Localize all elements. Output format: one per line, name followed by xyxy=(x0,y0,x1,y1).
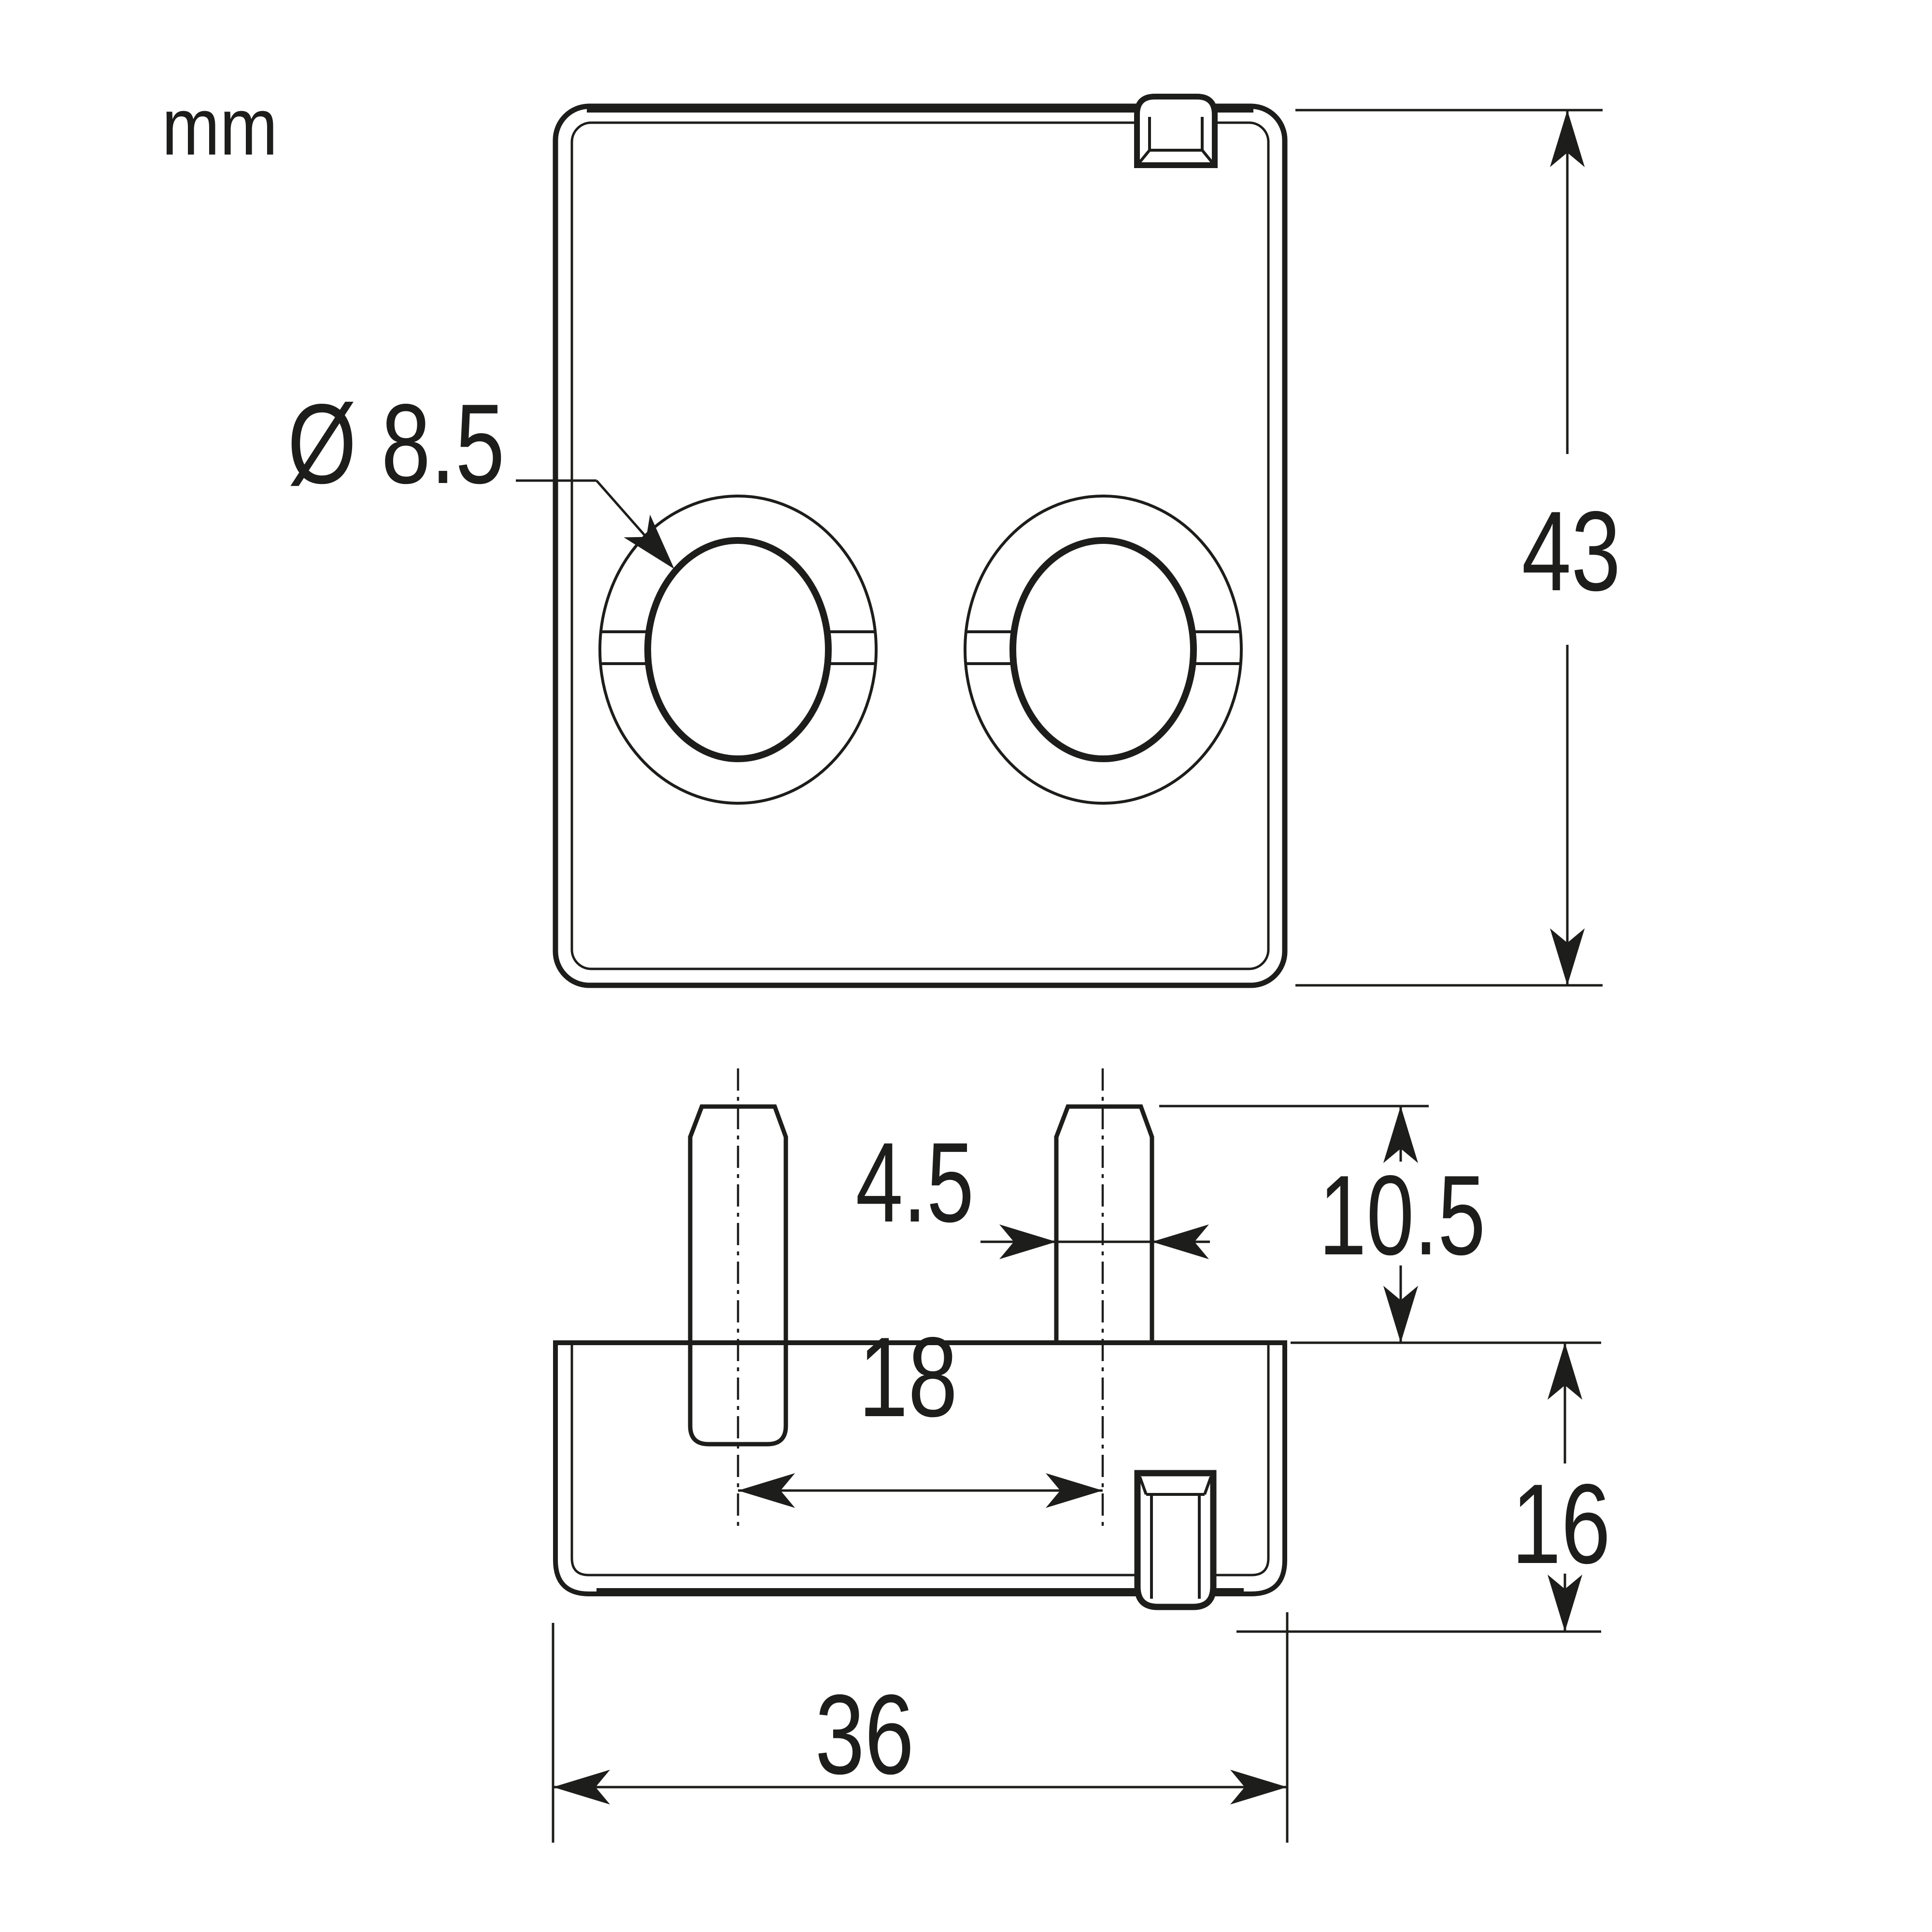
left-stud-outline xyxy=(688,1104,788,1447)
hole-diameter-callout: Ø 8.5 xyxy=(287,380,688,581)
height-dim-label: 43 xyxy=(1522,487,1621,614)
clip-bevel-line xyxy=(1137,149,1151,165)
clip-side-outline xyxy=(1134,1470,1217,1610)
clip-bevel-line xyxy=(1201,149,1215,165)
stud-protrusion-dimension: 10.5 xyxy=(1159,1105,1486,1343)
overall-width-dim-label: 36 xyxy=(815,1671,914,1798)
stud-spacing-dimension: 18 xyxy=(738,1313,1103,1508)
side-view: 4.5 10.5 18 16 xyxy=(552,1068,1611,1843)
front-body-outline xyxy=(553,103,1288,988)
right-stud-outline xyxy=(1054,1104,1154,1343)
hole-diameter-label: Ø 8.5 xyxy=(287,380,505,507)
body-height-dim-label: 16 xyxy=(1512,1460,1611,1587)
front-body-inner-edge xyxy=(570,121,1270,970)
right-grommet xyxy=(964,495,1243,805)
right-grommet-outer-ring xyxy=(964,495,1243,805)
retaining-clip-front xyxy=(1134,94,1218,168)
left-grommet xyxy=(598,495,878,805)
front-view: Ø 8.5 43 xyxy=(287,94,1621,988)
clip-bevel-line xyxy=(1203,1476,1212,1495)
body-height-dimension: 16 xyxy=(1236,1341,1611,1633)
height-dimension: 43 xyxy=(1295,109,1621,987)
stud-width-dim-label: 4.5 xyxy=(856,1119,974,1246)
right-grommet-hole xyxy=(1009,537,1197,762)
overall-width-dimension: 36 xyxy=(552,1612,1289,1843)
clip-bevel-line xyxy=(1138,1476,1148,1495)
left-grommet-hole xyxy=(644,537,832,762)
retaining-clip-side xyxy=(1134,1470,1217,1610)
left-grommet-outer-ring xyxy=(598,495,878,805)
clip-outline xyxy=(1134,94,1218,168)
side-body-inner-edge xyxy=(570,1343,1270,1577)
stud-width-dimension: 4.5 xyxy=(856,1119,1210,1259)
stud-protrusion-dim-label: 10.5 xyxy=(1319,1151,1486,1279)
units-label: mm xyxy=(162,81,278,172)
side-body-outline xyxy=(553,1340,1287,1596)
stud-spacing-dim-label: 18 xyxy=(859,1313,958,1440)
